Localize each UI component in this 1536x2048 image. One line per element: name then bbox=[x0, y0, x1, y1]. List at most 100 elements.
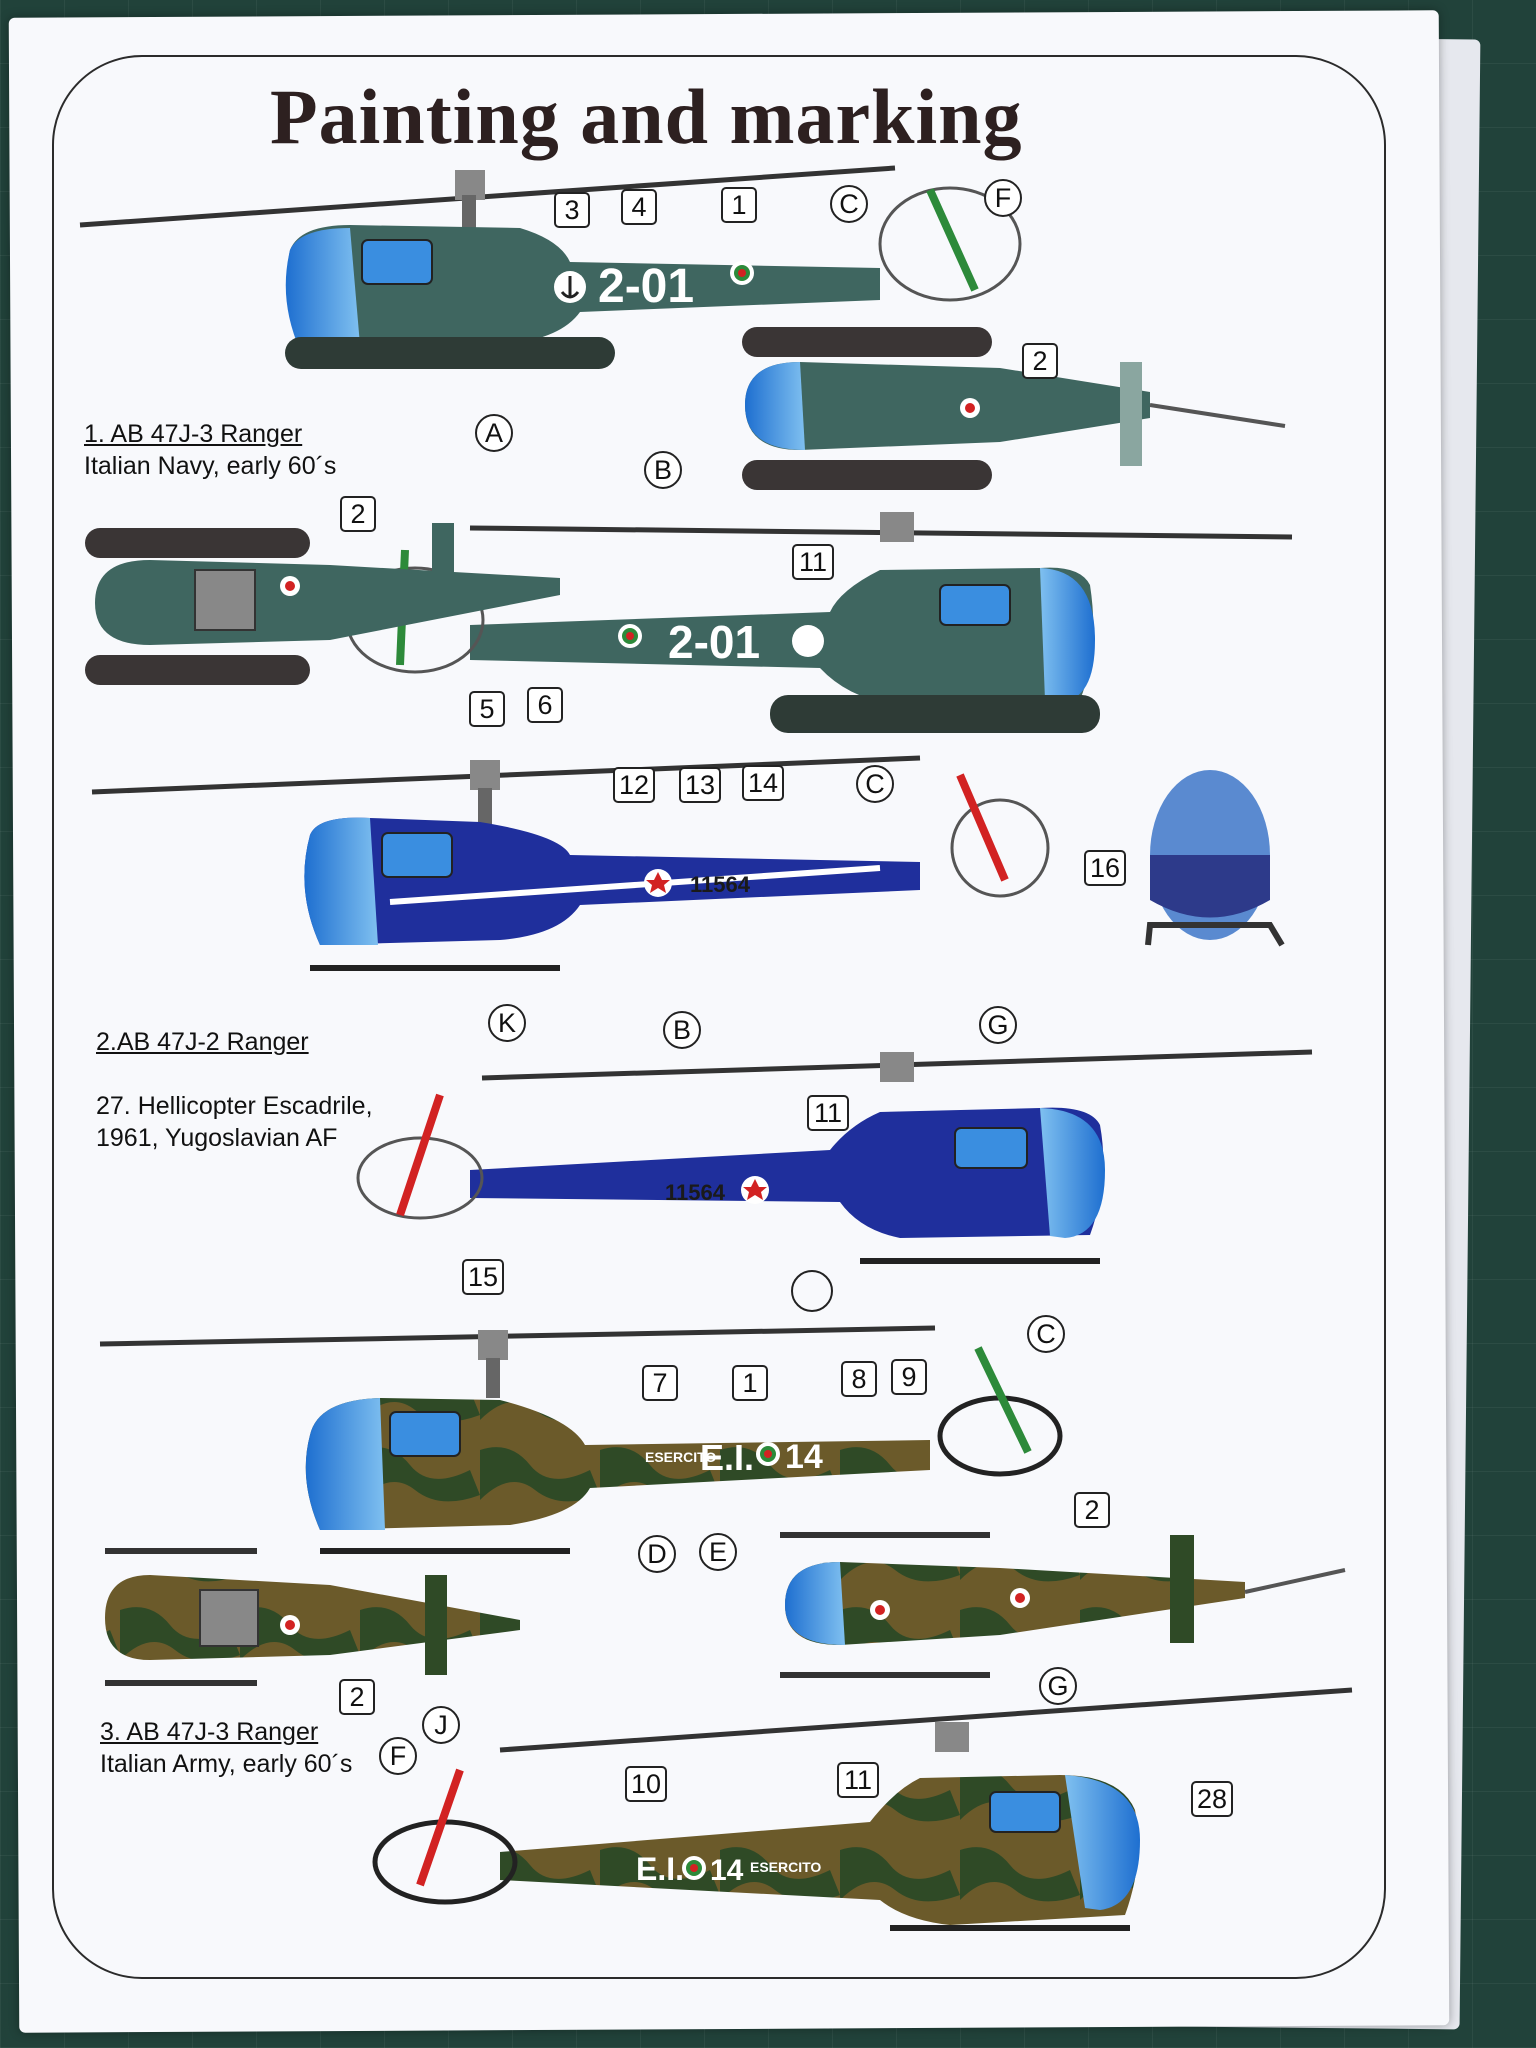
navy-fuselage-right bbox=[470, 567, 1094, 705]
callout-decal-9: 9 bbox=[891, 1359, 927, 1395]
svg-text:C: C bbox=[865, 769, 885, 799]
skid bbox=[860, 1258, 1100, 1264]
callout-color-D: D bbox=[638, 1535, 676, 1573]
svg-text:14: 14 bbox=[785, 1438, 823, 1476]
svg-text:16: 16 bbox=[1090, 853, 1120, 883]
army-fuselage bbox=[305, 1398, 930, 1530]
svg-text:A: A bbox=[485, 418, 503, 448]
svg-text:12: 12 bbox=[619, 770, 649, 800]
yugo-serial: 11564 bbox=[690, 872, 751, 897]
page-border bbox=[52, 55, 1386, 1979]
svg-text:J: J bbox=[434, 1710, 448, 1740]
svg-text:11: 11 bbox=[799, 547, 827, 577]
army-helicopter-right-profile: E.I. 14 ESERCITO bbox=[372, 1687, 1353, 1931]
svg-text:ESERCITO: ESERCITO bbox=[645, 1449, 716, 1465]
caption-ab47j3-navy: 1. AB 47J-3 Ranger Italian Navy, early 6… bbox=[84, 418, 336, 482]
svg-text:C: C bbox=[1036, 1319, 1056, 1349]
canopy bbox=[285, 228, 360, 350]
callout-decal-14: 14 bbox=[742, 765, 784, 801]
page-title: Painting and marking bbox=[270, 73, 1023, 160]
callout-color-G: G bbox=[979, 1006, 1017, 1044]
main-rotor-blade bbox=[91, 755, 921, 795]
svg-text:E.I.: E.I. bbox=[636, 1851, 684, 1887]
stabilizer bbox=[1120, 362, 1142, 466]
navy-code-marking: 2-01 bbox=[668, 616, 760, 668]
skid bbox=[310, 965, 560, 971]
navy-helicopter-top-view-left bbox=[85, 523, 560, 685]
svg-text:11564: 11564 bbox=[665, 1180, 726, 1205]
italian-roundel bbox=[738, 269, 746, 277]
tail-rotor bbox=[926, 188, 979, 292]
callout-decal-1: 1 bbox=[721, 187, 757, 223]
skid bbox=[320, 1548, 570, 1554]
svg-text:B: B bbox=[673, 1015, 691, 1045]
svg-text:6: 6 bbox=[537, 690, 552, 720]
svg-text:E.I.: E.I. bbox=[700, 1437, 754, 1478]
callout-decal-2: 2 bbox=[340, 496, 376, 532]
callout-decal-11: 11 bbox=[807, 1095, 849, 1131]
svg-text:2: 2 bbox=[349, 1682, 364, 1712]
svg-text:1: 1 bbox=[742, 1368, 757, 1398]
callout-decal-5: 5 bbox=[469, 691, 505, 727]
callout-decal-7: 7 bbox=[642, 1365, 678, 1401]
callout-color-C: C bbox=[856, 765, 894, 803]
cabin-window bbox=[361, 239, 433, 285]
svg-text:10: 10 bbox=[631, 1769, 661, 1799]
svg-text:4: 4 bbox=[631, 192, 646, 222]
svg-text:11: 11 bbox=[844, 1765, 872, 1795]
svg-text:G: G bbox=[987, 1010, 1008, 1040]
fuel-tank-detail bbox=[1145, 770, 1285, 947]
callout-color-B: B bbox=[644, 451, 682, 489]
navy-helicopter-left-profile: 2-01 bbox=[79, 165, 1022, 369]
yugoslav-helicopter-left-profile: 11564 bbox=[91, 755, 1050, 971]
callout-color-G: G bbox=[1039, 1667, 1077, 1705]
empty-callout-circle bbox=[791, 1270, 833, 1312]
svg-text:F: F bbox=[390, 1741, 407, 1771]
svg-text:2: 2 bbox=[1084, 1495, 1099, 1525]
caption-ab47j2-yugoslav: 2.AB 47J-2 Ranger 27. Hellicopter Escadr… bbox=[96, 994, 373, 1186]
yugo-fuselage bbox=[304, 817, 920, 945]
callout-color-B: B bbox=[663, 1011, 701, 1049]
callout-decal-28: 28 bbox=[1191, 1781, 1233, 1817]
tail-rotor-guard bbox=[878, 186, 1022, 302]
svg-text:E: E bbox=[709, 1537, 727, 1567]
caption-name: 3. AB 47J-3 Ranger bbox=[100, 1718, 319, 1746]
svg-text:13: 13 bbox=[685, 770, 715, 800]
army-helicopter-top-view-left bbox=[105, 1548, 520, 1686]
caption-name: 1. AB 47J-3 Ranger bbox=[84, 420, 303, 448]
svg-text:ESERCITO: ESERCITO bbox=[750, 1859, 821, 1875]
caption-subtitle: Italian Army, early 60´s bbox=[100, 1750, 353, 1778]
main-rotor-blade bbox=[79, 165, 896, 228]
rotor-mast bbox=[462, 195, 476, 230]
svg-text:G: G bbox=[1047, 1671, 1068, 1701]
yugo-fuselage-right bbox=[470, 1107, 1104, 1238]
callout-markers: 3 4 1 2 2 11 5 6 12 13 14 16 11 15 7 1 8… bbox=[339, 179, 1233, 1817]
callout-decal-3: 3 bbox=[554, 192, 590, 228]
callout-color-J: J bbox=[422, 1706, 460, 1744]
callout-color-K: K bbox=[488, 1004, 526, 1042]
cabin-window bbox=[939, 584, 1011, 626]
yugoslav-helicopter-right-profile: 11564 bbox=[356, 1049, 1313, 1312]
svg-text:28: 28 bbox=[1197, 1784, 1227, 1814]
callout-decal-4: 4 bbox=[621, 189, 657, 225]
callout-color-C: C bbox=[1027, 1315, 1065, 1353]
callout-decal-2: 2 bbox=[1074, 1492, 1110, 1528]
caption-subtitle: Italian Navy, early 60´s bbox=[84, 452, 337, 480]
navy-helicopter-top-view bbox=[742, 327, 1286, 490]
svg-text:5: 5 bbox=[479, 694, 494, 724]
svg-text:11: 11 bbox=[814, 1098, 842, 1128]
pontoon-float bbox=[770, 695, 1100, 733]
caption-ab47j3-army: 3. AB 47J-3 Ranger Italian Army, early 6… bbox=[100, 1716, 352, 1780]
svg-text:2: 2 bbox=[350, 499, 365, 529]
svg-text:C: C bbox=[839, 189, 859, 219]
skid bbox=[890, 1925, 1130, 1931]
top-canopy bbox=[745, 362, 805, 450]
callout-color-A: A bbox=[475, 414, 513, 452]
top-pontoon-lower bbox=[742, 460, 992, 490]
callout-decal-15: 15 bbox=[462, 1259, 504, 1295]
callout-color-F: F bbox=[984, 179, 1022, 217]
callout-color-C: C bbox=[830, 185, 868, 223]
callout-decal-2: 2 bbox=[339, 1679, 375, 1715]
navy-helicopter-right-profile: 2-01 bbox=[345, 512, 1293, 733]
